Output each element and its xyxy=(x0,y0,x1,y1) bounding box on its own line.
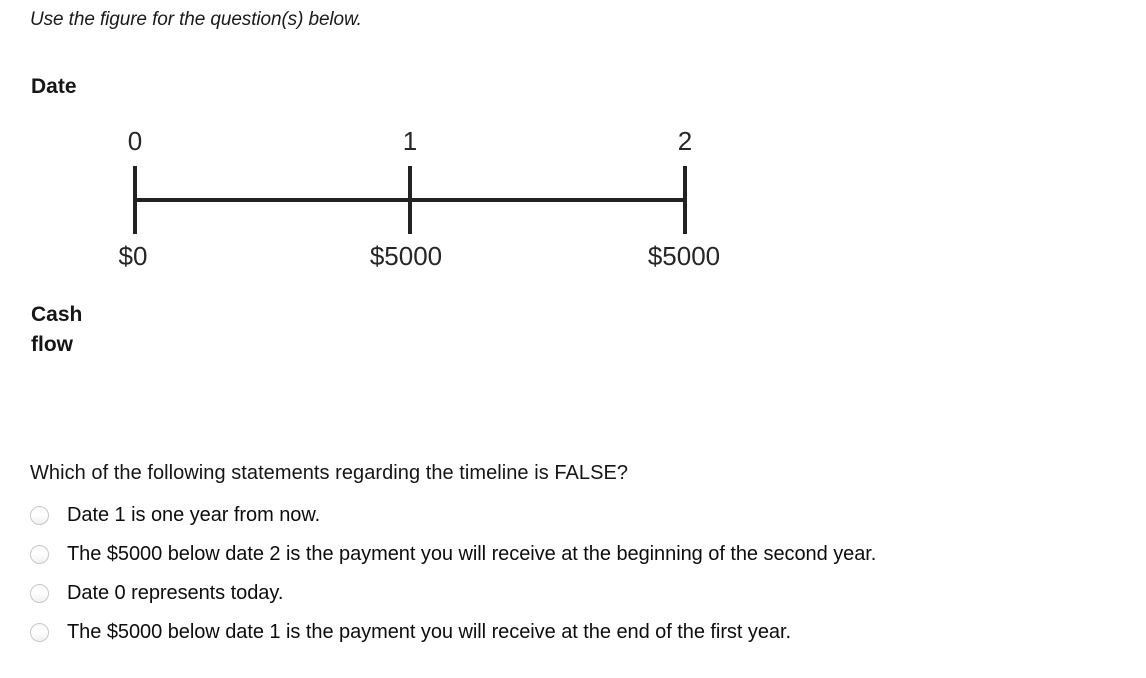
answer-option-4-label: The $5000 below date 1 is the payment yo… xyxy=(67,620,792,643)
radio-button-icon[interactable] xyxy=(30,544,49,564)
radio-button-icon[interactable] xyxy=(30,505,49,525)
answer-option-1-label: Date 1 is one year from now. xyxy=(67,503,321,526)
radio-button-icon[interactable] xyxy=(30,622,49,642)
answer-option-1[interactable]: Date 1 is one year from now. xyxy=(30,498,320,532)
cash-flow-value-0: $0 xyxy=(118,241,148,271)
timeline-tick-0 xyxy=(133,166,137,234)
cash-flow-axis-label: Cash flow xyxy=(31,303,83,357)
date-axis-label: Date xyxy=(31,75,77,98)
date-tick-label-0: 0 xyxy=(127,126,143,156)
figure-instruction-text: Use the figure for the question(s) below… xyxy=(30,9,362,30)
answer-option-2-label: The $5000 below date 2 is the payment yo… xyxy=(67,542,877,565)
cash-flow-value-2: $5000 xyxy=(647,241,721,271)
cash-flow-value-1: $5000 xyxy=(369,241,443,271)
timeline-graphic: 0 1 2 $0 $5000 $5000 xyxy=(0,0,760,300)
cash-flow-timeline-figure: Date Cash flow 0 1 2 $0 $5000 $5000 xyxy=(0,0,760,357)
answer-option-2[interactable]: The $5000 below date 2 is the payment yo… xyxy=(30,537,876,571)
timeline-tick-2 xyxy=(683,166,687,234)
date-tick-label-1: 1 xyxy=(402,126,418,156)
date-tick-label-2: 2 xyxy=(677,126,693,156)
question-prompt: Which of the following statements regard… xyxy=(30,462,629,484)
answer-option-3-label: Date 0 represents today. xyxy=(67,581,284,604)
answer-option-3[interactable]: Date 0 represents today. xyxy=(30,576,283,610)
timeline-tick-1 xyxy=(408,166,412,234)
radio-button-icon[interactable] xyxy=(30,583,49,603)
answer-option-4[interactable]: The $5000 below date 1 is the payment yo… xyxy=(30,615,791,649)
